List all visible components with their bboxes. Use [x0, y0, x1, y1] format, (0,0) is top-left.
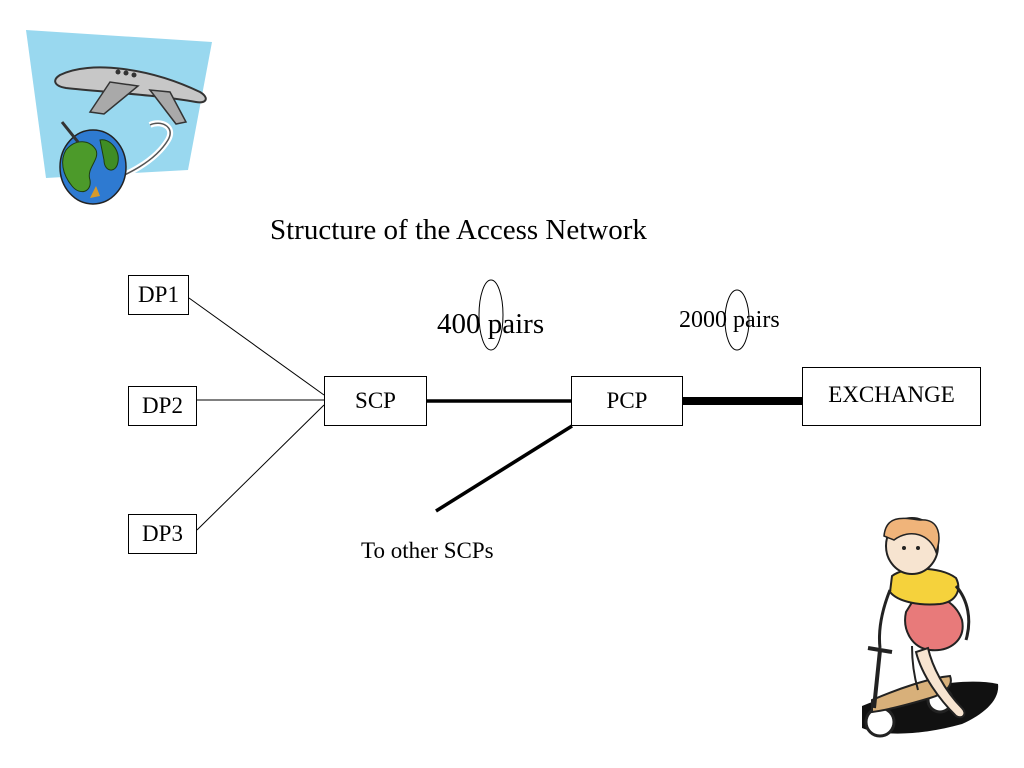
link-dp1-scp [188, 297, 325, 396]
link-dp3-scp [196, 404, 325, 531]
node-scp-label: SCP [355, 388, 396, 413]
cable-2000-marker [724, 289, 750, 351]
node-dp2-label: DP2 [142, 393, 183, 418]
label-2000-pairs: 2000 pairs [679, 307, 780, 333]
node-exchange: EXCHANGE [802, 367, 981, 426]
node-dp2: DP2 [128, 386, 197, 426]
node-dp3: DP3 [128, 514, 197, 554]
node-dp3-label: DP3 [142, 521, 183, 546]
branch-to-other-scps [435, 424, 573, 513]
page-title: Structure of the Access Network [270, 214, 647, 246]
cable-400-marker [478, 279, 504, 351]
node-pcp: PCP [571, 376, 683, 426]
node-dp1-label: DP1 [138, 282, 179, 307]
node-pcp-label: PCP [606, 388, 648, 413]
label-400-pairs: 400 pairs [437, 308, 545, 340]
node-dp1: DP1 [128, 275, 189, 315]
node-exchange-label: EXCHANGE [828, 381, 955, 407]
label-to-other-scps: To other SCPs [361, 538, 494, 563]
node-scp: SCP [324, 376, 427, 426]
